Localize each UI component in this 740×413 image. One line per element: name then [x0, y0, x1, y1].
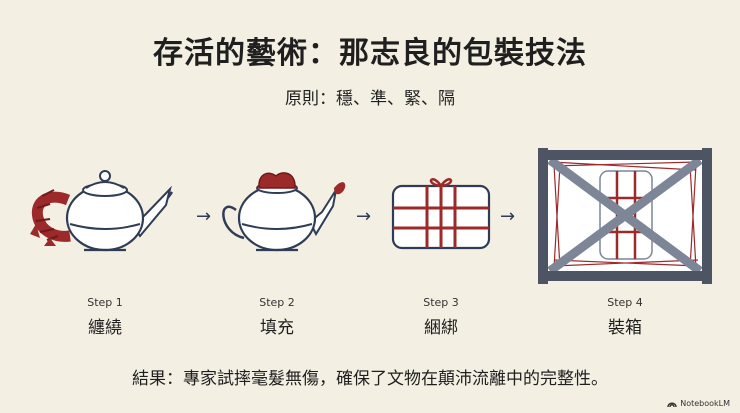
arrow-3: →: [500, 206, 515, 227]
teapot-filled-illustration: [222, 172, 346, 252]
arrow-2: →: [356, 206, 371, 227]
result-statement: 結果：專家試摔毫髮無傷，確保了文物在顛沛流離中的完整性。: [132, 369, 608, 389]
step-name: 裝箱: [608, 318, 642, 338]
step-number: Step 2: [259, 296, 295, 309]
page-title: 存活的藝術：那志良的包裝技法: [153, 36, 587, 71]
notebooklm-badge: NotebookLM: [667, 399, 730, 408]
step-number: Step 3: [423, 296, 459, 309]
packing-crate-illustration: [538, 148, 712, 284]
badge-text: NotebookLM: [680, 399, 730, 408]
bound-package-illustration: [391, 178, 491, 250]
step-name: 纏繞: [88, 318, 122, 338]
step-number: Step 1: [87, 296, 123, 309]
principles-subtitle: 原則：穩、準、緊、隔: [285, 89, 455, 109]
step-4-label: Step 4 裝箱: [565, 296, 685, 338]
teapot-wrapped-handle-illustration: [30, 170, 174, 252]
step-2-label: Step 2 填充: [217, 296, 337, 338]
arrow-1: →: [196, 206, 211, 227]
notebooklm-logo-icon: [667, 402, 677, 407]
step-name: 填充: [260, 318, 294, 338]
step-1-label: Step 1 纏繞: [45, 296, 165, 338]
step-name: 綑綁: [424, 318, 458, 338]
step-3-label: Step 3 綑綁: [381, 296, 501, 338]
step-number: Step 4: [607, 296, 643, 309]
